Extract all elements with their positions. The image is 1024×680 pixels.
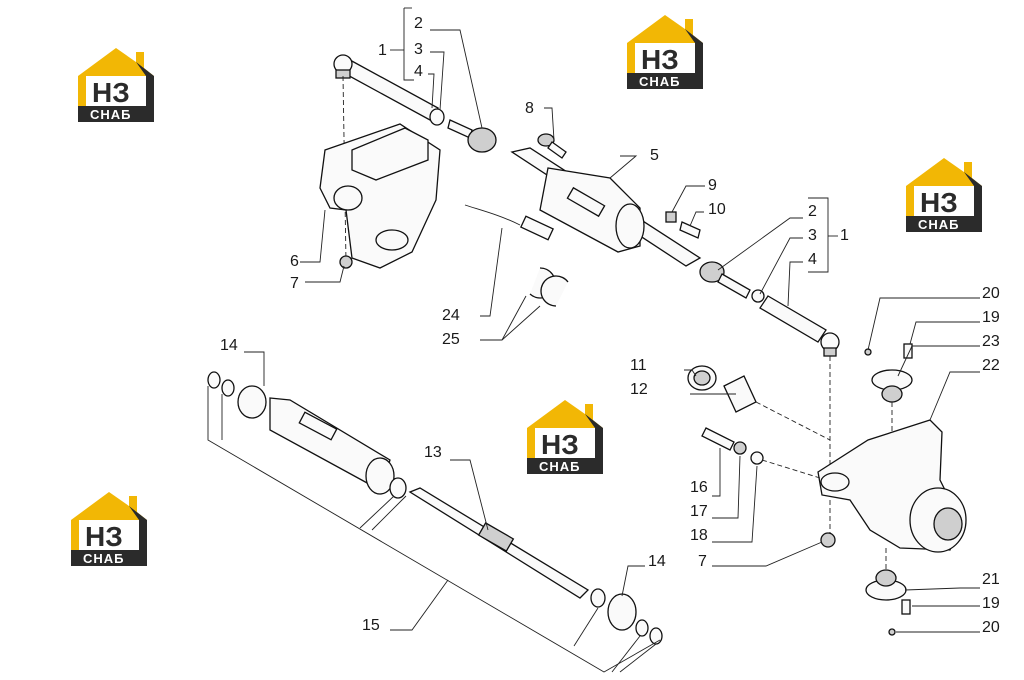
label-25: 25	[442, 331, 460, 348]
snap-rings	[529, 267, 569, 307]
label-4: 4	[414, 63, 423, 80]
part-labels: 1 2 3 4 5 6 7 8 9 10 2 3 4 1 24 25 20 19…	[220, 15, 1000, 636]
label-6: 6	[290, 253, 299, 270]
svg-text:СНАБ: СНАБ	[539, 459, 581, 474]
label-10: 10	[708, 201, 726, 218]
label-5: 5	[650, 147, 659, 164]
label-19: 19	[982, 595, 1000, 612]
label-17: 17	[690, 503, 708, 520]
label-15: 15	[362, 617, 380, 634]
label-19: 19	[982, 309, 1000, 326]
svg-text:НЗ: НЗ	[92, 77, 130, 108]
svg-text:СНАБ: СНАБ	[918, 217, 960, 232]
logo-watermark: НЗ СНАБ	[527, 400, 603, 474]
label-24: 24	[442, 307, 460, 324]
logo-watermark: НЗ СНАБ	[906, 158, 982, 232]
nut-18	[750, 451, 764, 465]
label-7: 7	[698, 553, 707, 570]
label-20: 20	[982, 619, 1000, 636]
label-21: 21	[982, 571, 1000, 588]
label-12: 12	[630, 381, 648, 398]
steering-cylinder-upper	[510, 133, 702, 267]
label-18: 18	[690, 527, 708, 544]
svg-text:НЗ: НЗ	[85, 521, 123, 552]
label-2: 2	[808, 203, 817, 220]
label-1: 1	[378, 42, 387, 59]
logo-watermark: НЗ СНАБ	[78, 48, 154, 122]
steering-knuckle-right	[817, 419, 967, 553]
bolt-9	[665, 211, 677, 223]
label-9: 9	[708, 177, 717, 194]
leader-lines	[207, 7, 980, 673]
label-3: 3	[414, 41, 423, 58]
bolt-10	[679, 221, 701, 239]
label-2: 2	[414, 15, 423, 32]
label-13: 13	[424, 444, 442, 461]
label-8: 8	[525, 100, 534, 117]
label-14: 14	[648, 553, 666, 570]
steering-cylinder-lower	[207, 371, 663, 645]
svg-text:СНАБ: СНАБ	[639, 74, 681, 89]
svg-text:СНАБ: СНАБ	[90, 107, 132, 122]
label-14: 14	[220, 337, 238, 354]
label-16: 16	[690, 479, 708, 496]
logo-watermark: НЗ СНАБ	[627, 15, 703, 89]
svg-text:НЗ: НЗ	[541, 429, 579, 460]
label-23: 23	[982, 333, 1000, 350]
label-7: 7	[290, 275, 299, 292]
label-11: 11	[630, 357, 647, 374]
cap-lower	[865, 569, 911, 636]
label-3: 3	[808, 227, 817, 244]
cap-upper	[864, 343, 913, 403]
steering-knuckle-left	[319, 123, 441, 269]
logo-watermark: НЗ СНАБ	[71, 492, 147, 566]
bushing-11	[687, 365, 717, 391]
label-22: 22	[982, 357, 1000, 374]
label-20: 20	[982, 285, 1000, 302]
svg-text:НЗ: НЗ	[641, 44, 679, 75]
tie-rod-left	[333, 54, 497, 153]
bolt-16	[701, 427, 735, 451]
tie-rod-right	[699, 261, 840, 357]
svg-text:СНАБ: СНАБ	[83, 551, 125, 566]
washer-17	[733, 441, 747, 455]
label-1: 1	[840, 227, 849, 244]
svg-text:НЗ: НЗ	[920, 187, 958, 218]
label-4: 4	[808, 251, 817, 268]
sensor-cable	[464, 204, 554, 241]
